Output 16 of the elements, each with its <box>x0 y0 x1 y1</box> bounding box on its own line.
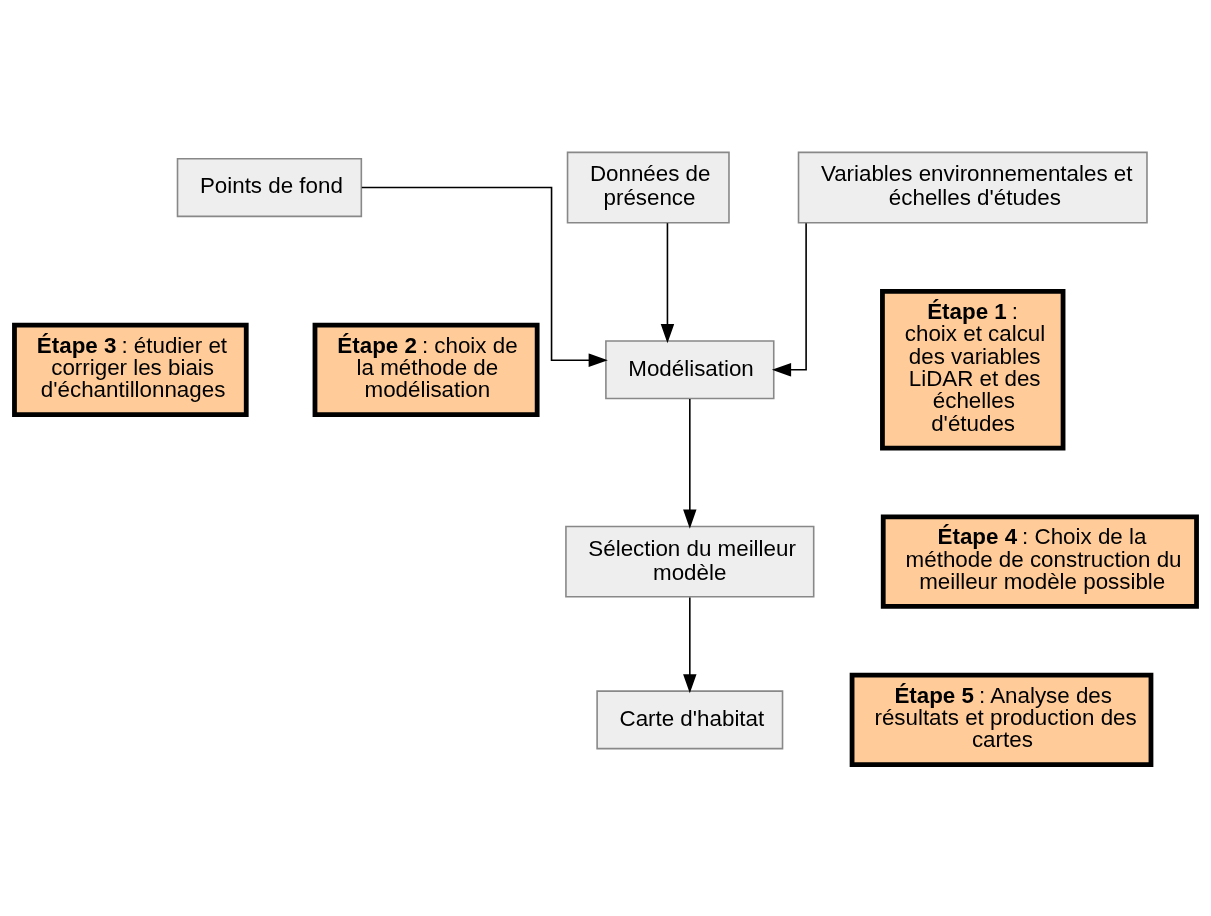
node-box: Variables environnementales et échelles d'études <box>797 151 1148 224</box>
node-box: Étape 4 : Choix de la méthode de construction du meilleur modèle possible <box>880 513 1199 609</box>
node-box: Étape 1 : choix et calcul des variables LiDAR et des échelles d'études <box>880 288 1066 450</box>
node-box: Sélection du meilleur modèle <box>565 525 815 598</box>
node-box: Modélisation <box>605 339 775 399</box>
arrow <box>771 221 807 376</box>
node-box: Étape 2 : choix de la méthode de modélisation <box>312 322 540 417</box>
arrow <box>683 596 697 693</box>
arrow <box>660 221 675 343</box>
node-box: Données de présence <box>566 151 730 224</box>
node-box: Étape 5 : Analyse des résultats et production des cartes <box>849 672 1154 767</box>
arrow <box>361 186 608 367</box>
node-box: Points de fond <box>176 157 363 217</box>
node-box: Étape 3 : étudier et corriger les biais d'échantillonnages <box>12 322 249 417</box>
arrow <box>683 397 697 529</box>
node-box: Carte d'habitat <box>596 689 784 749</box>
